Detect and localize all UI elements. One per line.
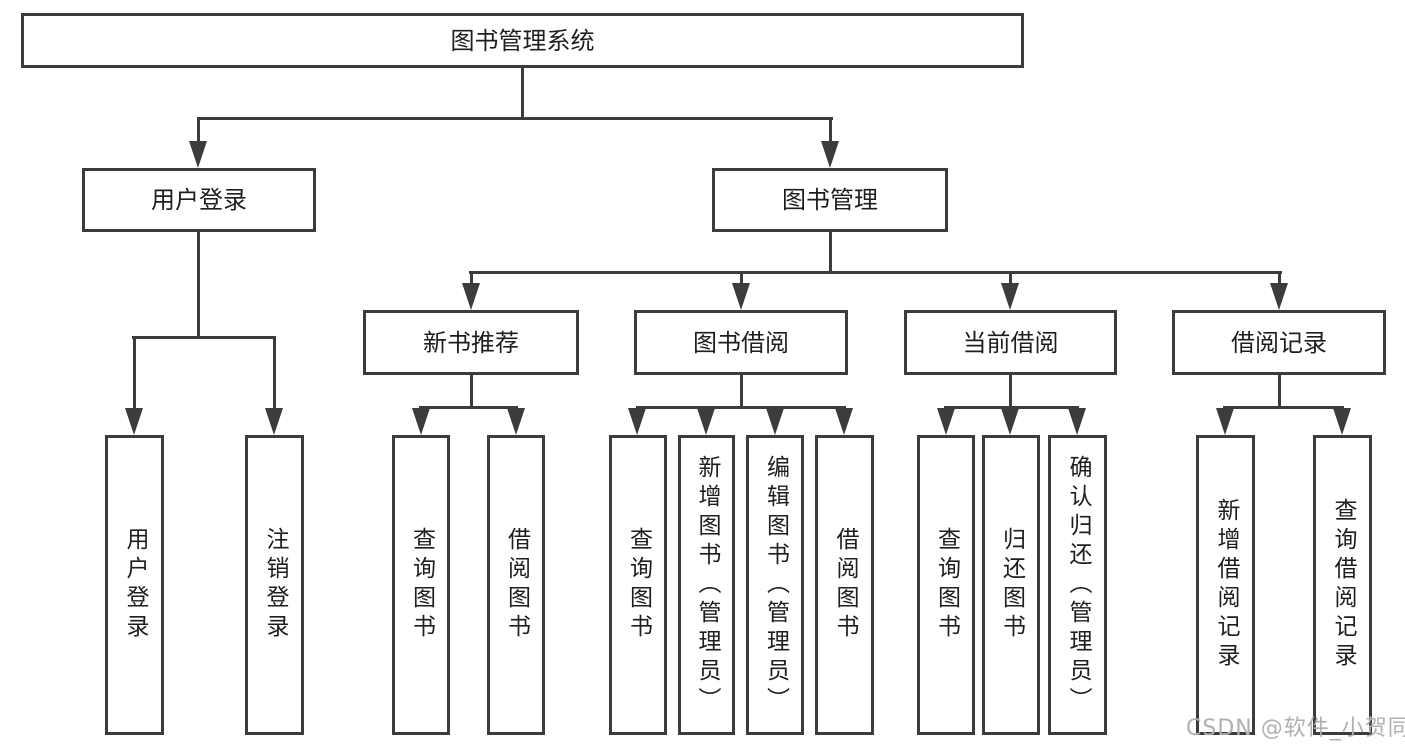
node-borrow-records: 借阅记录 — [1172, 310, 1386, 375]
node-user-login: 用户登录 — [82, 168, 316, 232]
arrow-down-icon — [628, 408, 646, 435]
leaf-rec-query-books: 查询图书 — [392, 435, 450, 735]
arrow-down-icon — [697, 408, 715, 435]
arrow-down-icon — [1270, 283, 1288, 310]
arrow-down-icon — [1001, 408, 1019, 435]
arrow-down-icon — [1333, 408, 1351, 435]
leaf-cb-return-books: 归还图书 — [982, 435, 1040, 735]
leaf-bb-edit-books: 编辑图书（管理员） — [746, 435, 804, 735]
leaf-rec-borrow-books: 借阅图书 — [487, 435, 545, 735]
arrow-down-icon — [189, 141, 207, 168]
leaf-br-query-record: 查询借阅记录 — [1313, 435, 1372, 735]
arrow-down-icon — [766, 408, 784, 435]
arrow-down-icon — [732, 283, 750, 310]
arrow-down-icon — [1068, 408, 1086, 435]
leaf-bb-borrow-books: 借阅图书 — [815, 435, 874, 735]
leaf-user-login: 用户登录 — [105, 435, 164, 735]
arrow-down-icon — [1001, 283, 1019, 310]
leaf-br-add-record: 新增借阅记录 — [1196, 435, 1255, 735]
arrow-down-icon — [265, 408, 283, 435]
leaf-logout: 注销登录 — [245, 435, 304, 735]
node-root: 图书管理系统 — [21, 13, 1024, 68]
leaf-cb-query-books: 查询图书 — [917, 435, 975, 735]
arrow-down-icon — [1216, 408, 1234, 435]
node-book-borrow: 图书借阅 — [634, 310, 848, 375]
leaf-bb-query-books: 查询图书 — [609, 435, 667, 735]
arrow-down-icon — [937, 408, 955, 435]
node-new-book-rec: 新书推荐 — [363, 310, 579, 375]
arrow-down-icon — [125, 408, 143, 435]
arrow-down-icon — [821, 141, 839, 168]
leaf-cb-confirm-return: 确认归还（管理员） — [1048, 435, 1107, 735]
arrow-down-icon — [462, 283, 480, 310]
node-current-borrow: 当前借阅 — [904, 310, 1117, 375]
node-book-mgmt: 图书管理 — [712, 168, 948, 232]
arrow-down-icon — [412, 408, 430, 435]
arrow-down-icon — [507, 408, 525, 435]
leaf-bb-add-books: 新增图书（管理员） — [678, 435, 735, 735]
csdn-watermark: CSDN @软件_小贺同学 — [1186, 716, 1405, 741]
arrow-down-icon — [835, 408, 853, 435]
